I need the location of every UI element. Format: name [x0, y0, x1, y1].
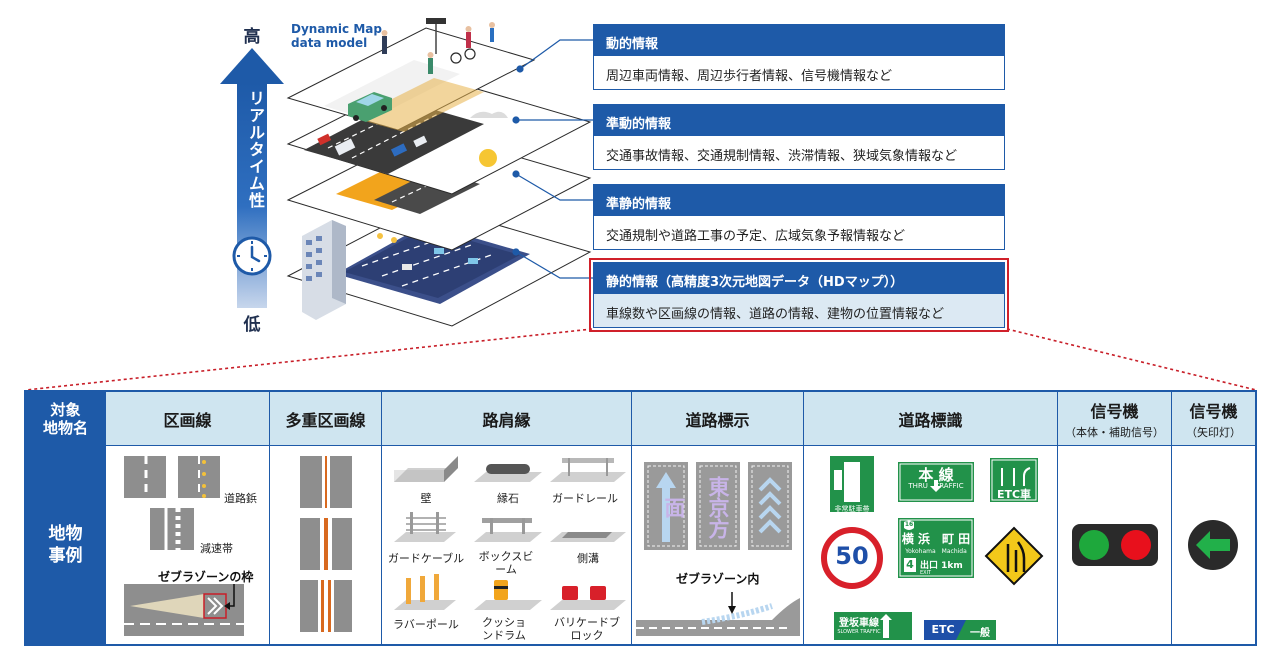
barricade-label: バリケードブロック — [554, 616, 620, 642]
realtime-axis: 高 リアルタイム性 低 — [218, 20, 286, 340]
road-marking-illustration — [636, 462, 800, 636]
axis-low-label: 低 — [243, 315, 261, 335]
climb-lane-text: 登坂車線 — [839, 618, 879, 629]
static-info-title: 静的情報（高精度3次元地図データ（HDマップ）） — [594, 263, 1004, 294]
dynamic-info-title: 動的情報 — [594, 25, 1004, 56]
rubber-pole-label: ラバーポール — [393, 618, 459, 631]
road-sign-illustration — [821, 456, 1044, 640]
semi-dynamic-info-desc: 交通事故情報、交通規制情報、渋滞情報、狭域気象情報など — [606, 149, 958, 164]
arrow-up-icon — [220, 48, 284, 84]
marking-tokyo-text: 東京方面 — [662, 475, 730, 539]
static-info-box: 静的情報（高精度3次元地図データ（HDマップ）） 車線数や区画線の情報、道路の情… — [589, 258, 1009, 332]
shoulder-illustration — [394, 456, 626, 610]
col-traffic-signal: 信号機 （本体・補助信号） — [1058, 392, 1172, 644]
climb-lane-en-text: SLOWER TRAFFIC — [837, 629, 881, 635]
col-header: 信号機 （本体・補助信号） — [1058, 392, 1171, 446]
semi-dynamic-info-title: 準動的情報 — [594, 105, 1004, 136]
traffic-light-icon — [1072, 524, 1158, 566]
road-sign-examples: 非常駐車帯 本 線 THRU TRAFFIC ETC車 50 16 横 浜 町 … — [804, 446, 1057, 644]
zebra-frame-label: ゼブラゾーンの枠 — [158, 570, 254, 584]
multi-lane-illustration — [300, 456, 352, 632]
semi-static-info-box: 準静的情報 交通規制や道路工事の予定、広域気象予報情報など — [593, 184, 1005, 250]
layer-illustration — [286, 18, 592, 327]
static-info-desc: 車線数や区画線の情報、道路の情報、建物の位置情報など — [594, 294, 1004, 327]
main-line-text: 本 線 — [918, 466, 954, 484]
target-feature-header: 対象 地物名 — [26, 392, 105, 446]
box-beam-label: ボックスビーム — [478, 550, 534, 576]
feature-table: 対象 地物名 地物 事例 区画線 — [24, 390, 1257, 646]
traffic-signal-example — [1058, 446, 1171, 644]
semi-static-info-desc: 交通規制や道路工事の予定、広域気象予報情報など — [606, 229, 906, 244]
col-header: 道路標示 — [632, 392, 803, 446]
city-en-text: Yokohama Machida — [905, 548, 967, 555]
gutter-label: 側溝 — [577, 552, 599, 565]
decel-label: 減速帯 — [200, 542, 233, 555]
col-arrow-signal: 信号機 （矢印灯） — [1172, 392, 1255, 644]
thru-traffic-text: THRU TRAFFIC — [908, 482, 964, 490]
semi-static-info-title: 準静的情報 — [594, 185, 1004, 216]
route-number-text: 16 — [904, 521, 914, 528]
exit-number-text: 4 — [906, 558, 914, 571]
curb-label: 縁石 — [497, 492, 519, 505]
feature-example-label: 地物 事例 — [26, 446, 105, 644]
table-row-header-col: 対象 地物名 地物 事例 — [26, 392, 106, 644]
wall-label: 壁 — [420, 492, 432, 505]
col-header: 信号機 （矢印灯） — [1172, 392, 1255, 446]
etc-general-a-text: ETC — [931, 623, 955, 636]
col-header: 道路標識 — [804, 392, 1057, 446]
arrow-left-icon — [1188, 520, 1238, 570]
dynamic-info-desc: 周辺車両情報、周辺歩行者情報、信号機情報など — [606, 69, 893, 84]
guardrail-label: ガードレール — [552, 492, 618, 505]
diagram-title: Dynamic Map data model — [291, 22, 382, 50]
speed-limit-text: 50 — [835, 542, 869, 570]
road-marking-examples: 東京方面 ゼブラゾーン内 — [632, 446, 803, 644]
col-road-shoulder: 路肩縁 — [382, 392, 632, 644]
axis-high-label: 高 — [243, 27, 261, 47]
col-header: 多重区画線 — [270, 392, 381, 446]
col-lane-line: 区画線 道路鋲 減速帯 ゼブラゾーンの — [106, 392, 270, 644]
exit-text: 出口 1km — [920, 561, 963, 571]
arrow-signal-example — [1172, 446, 1255, 644]
lane-line-examples: 道路鋲 減速帯 ゼブラゾーンの枠 — [106, 446, 269, 644]
studs-label: 道路鋲 — [224, 492, 257, 505]
clock-icon — [232, 236, 272, 276]
etc-car-text: ETC車 — [996, 488, 1032, 501]
emergency-label: 非常駐車帯 — [834, 505, 870, 513]
exit-en-text: EXIT — [920, 570, 932, 576]
etc-general-b-text: 一般 — [970, 628, 990, 639]
col-road-marking: 道路標示 東京方面 ゼブラゾーン内 — [632, 392, 804, 644]
axis-label: リアルタイム性 — [246, 90, 265, 209]
guard-cable-label: ガードケーブル — [387, 552, 465, 565]
dynamic-info-box: 動的情報 周辺車両情報、周辺歩行者情報、信号機情報など — [593, 24, 1005, 90]
shoulder-examples: 壁 縁石 ガードレール ガードケーブル ボックスビーム 側溝 ラバーポール クッ… — [382, 446, 631, 644]
col-header: 路肩縁 — [382, 392, 631, 446]
multi-lane-examples — [270, 446, 381, 644]
cushion-drum-label: クッションドラム — [482, 616, 526, 642]
col-road-sign: 道路標識 — [804, 392, 1058, 644]
zebra-inside-label: ゼブラゾーン内 — [676, 572, 760, 586]
col-multi-lane-line: 多重区画線 — [270, 392, 382, 644]
lane-line-illustration — [124, 456, 244, 636]
col-header: 区画線 — [106, 392, 269, 446]
city-text: 横 浜 町 田 — [901, 532, 971, 546]
semi-dynamic-info-box: 準動的情報 交通事故情報、交通規制情報、渋滞情報、狭域気象情報など — [593, 104, 1005, 170]
